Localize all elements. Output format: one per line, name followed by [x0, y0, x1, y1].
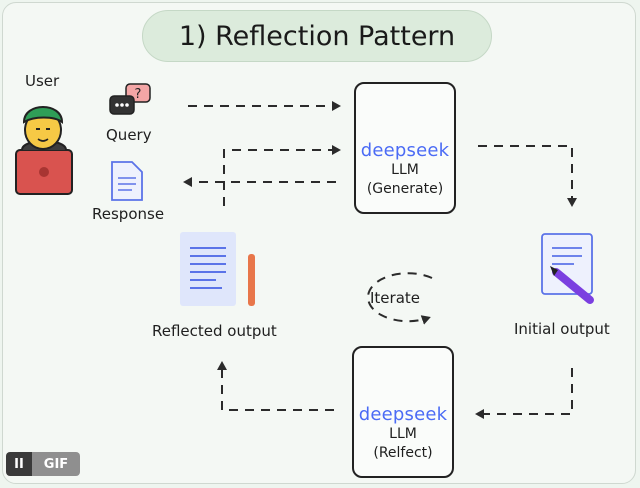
reflected-output-label: Reflected output — [152, 322, 277, 340]
reflect-line2: (Relfect) — [373, 445, 433, 461]
iterate-label: Iterate — [370, 289, 421, 307]
initial-to-reflect-arrow — [475, 368, 573, 419]
query-label: Query — [106, 126, 152, 144]
response-label: Response — [92, 205, 165, 223]
diagram-title: 1) Reflection Pattern — [142, 10, 492, 62]
generate-line1: LLM — [391, 162, 419, 178]
llm-to-initial-arrow — [478, 145, 577, 207]
gif-label: GIF — [32, 452, 80, 476]
initial-output-label: Initial output — [514, 320, 610, 338]
llm-generate-box: deepseek LLM (Generate) — [354, 82, 456, 214]
reflected-document-icon — [180, 232, 255, 306]
diagram-frame — [2, 2, 636, 484]
generate-brand: deepseek — [360, 140, 450, 161]
svg-text:?: ? — [135, 87, 142, 102]
generate-line2: (Generate) — [366, 181, 444, 197]
pause-icon[interactable]: II — [6, 452, 32, 476]
initial-document-icon — [541, 233, 594, 304]
iterate-loop — [367, 272, 433, 325]
reflect-line1: LLM — [389, 426, 417, 442]
user-label: User — [25, 72, 60, 90]
reflect-to-reflected-arrow — [217, 361, 334, 411]
reflect-brand: deepseek — [358, 404, 448, 425]
reflected-to-llm-arrow — [223, 145, 341, 206]
chat-bubble-icon: ? — [109, 83, 151, 115]
llm-reflect-box: deepseek LLM (Relfect) — [352, 346, 454, 478]
response-document-icon — [111, 161, 143, 201]
user-icon — [15, 106, 73, 195]
gif-badge[interactable]: II GIF — [6, 452, 80, 476]
